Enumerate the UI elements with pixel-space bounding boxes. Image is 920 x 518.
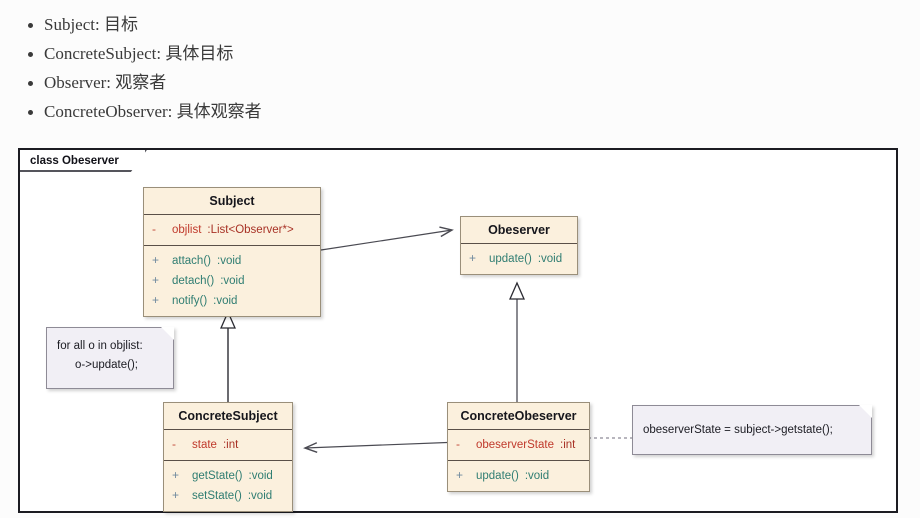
- member-name: getState(): [192, 470, 243, 482]
- edge-concretesubject-generalization: [220, 310, 236, 410]
- list-item: ConcreteObserver: 具体观察者: [28, 97, 920, 126]
- class-box-concrete-subject[interactable]: ConcreteSubject - state :int + getState(…: [163, 402, 293, 512]
- member-type: :void: [217, 255, 242, 267]
- method-row: + notify() :void: [144, 291, 320, 311]
- visibility-marker: +: [172, 488, 180, 502]
- class-methods: + attach() :void + detach() :void + noti…: [144, 246, 320, 316]
- list-item: Subject: 目标: [28, 10, 920, 39]
- member-type: :void: [220, 275, 245, 287]
- list-item: ConcreteSubject: 具体目标: [28, 39, 920, 68]
- class-title: ConcreteObeserver: [448, 403, 589, 430]
- visibility-marker: +: [456, 468, 464, 482]
- visibility-marker: +: [152, 253, 160, 267]
- class-title: Subject: [144, 188, 320, 215]
- member-type: :void: [248, 470, 273, 482]
- visibility-marker: -: [456, 437, 460, 451]
- uml-diagram-frame: class Obeserver: [18, 148, 898, 513]
- attribute-row: - obeserverState :int: [448, 435, 589, 455]
- member-type: :void: [247, 490, 273, 502]
- member-name: state: [192, 439, 217, 451]
- class-methods: + getState() :void + setState() :void: [164, 461, 292, 511]
- member-name: obeserverState: [476, 439, 554, 451]
- edge-subject-to-observer: [320, 226, 454, 251]
- note-fold-icon: [859, 405, 872, 418]
- attribute-row: - state :int: [164, 435, 292, 455]
- diagram-canvas: Subject - objlist :List<Observer*> + att…: [20, 150, 896, 512]
- class-title: ConcreteSubject: [164, 403, 292, 430]
- visibility-marker: +: [152, 273, 160, 287]
- method-row: + setState() :void: [164, 486, 292, 506]
- note-line: for all o in objlist:: [57, 340, 143, 352]
- note-line: o->update();: [75, 359, 138, 371]
- visibility-marker: +: [152, 293, 160, 307]
- member-type: :int: [222, 439, 239, 451]
- member-name: attach(): [172, 255, 211, 267]
- method-row: + update() :void: [448, 466, 589, 486]
- method-row: + detach() :void: [144, 271, 320, 291]
- class-title: Obeserver: [461, 217, 577, 244]
- member-type: :int: [560, 439, 576, 451]
- member-type: :void: [537, 253, 563, 265]
- member-name: setState(): [192, 490, 242, 502]
- class-box-subject[interactable]: Subject - objlist :List<Observer*> + att…: [143, 187, 321, 317]
- class-box-concrete-observer[interactable]: ConcreteObeserver - obeserverState :int …: [447, 402, 590, 492]
- pattern-role-list: Subject: 目标 ConcreteSubject: 具体目标 Observ…: [0, 0, 920, 126]
- member-type: :List<Observer*>: [207, 224, 294, 236]
- visibility-marker: -: [152, 222, 156, 236]
- class-box-observer[interactable]: Obeserver + update() :void: [460, 216, 578, 275]
- frame-label: class Obeserver: [20, 150, 147, 172]
- member-type: :void: [524, 470, 550, 482]
- method-row: + getState() :void: [164, 466, 292, 486]
- class-methods: + update() :void: [448, 461, 589, 491]
- method-row: + attach() :void: [144, 251, 320, 271]
- member-name: detach(): [172, 275, 215, 287]
- class-methods: + update() :void: [461, 244, 577, 274]
- list-item: Observer: 观察者: [28, 68, 920, 97]
- edge-concreteobserver-to-concretesubject: [303, 441, 461, 454]
- member-type: :void: [213, 295, 238, 307]
- member-name: update(): [476, 470, 519, 482]
- member-name: objlist: [172, 224, 202, 236]
- visibility-marker: -: [172, 437, 176, 451]
- member-name: update(): [489, 253, 532, 265]
- note-fold-icon: [161, 327, 174, 340]
- method-row: + update() :void: [461, 249, 577, 269]
- visibility-marker: +: [172, 468, 180, 482]
- class-attributes: - objlist :List<Observer*>: [144, 215, 320, 246]
- edge-concreteobserver-generalization: [509, 281, 525, 410]
- class-attributes: - state :int: [164, 430, 292, 461]
- note-line: obeserverState = subject->getstate();: [643, 423, 833, 436]
- attribute-row: - objlist :List<Observer*>: [144, 220, 320, 240]
- visibility-marker: +: [469, 251, 477, 265]
- note-update-assignment[interactable]: obeserverState = subject->getstate();: [632, 405, 872, 455]
- member-name: notify(): [172, 295, 208, 307]
- class-attributes: - obeserverState :int: [448, 430, 589, 461]
- note-notify-loop[interactable]: for all o in objlist: o->update();: [46, 327, 174, 389]
